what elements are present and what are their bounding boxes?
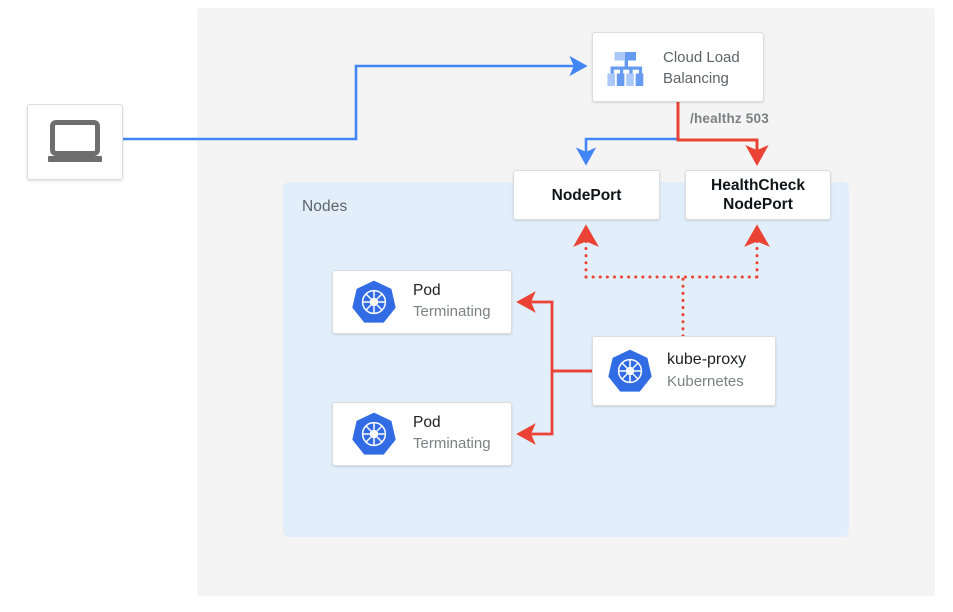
cloud-load-balancing-title-line1: Cloud Load	[663, 49, 740, 66]
pod-card-2[interactable]: Pod Terminating	[332, 402, 512, 466]
healthcheck-nodeport-label: HealthCheck NodePort	[686, 171, 830, 219]
kube-proxy-subtitle: Kubernetes	[667, 373, 744, 390]
kubernetes-icon	[608, 349, 652, 392]
pod-title-1: Pod	[413, 282, 441, 299]
kube-proxy-card[interactable]: kube-proxy Kubernetes	[592, 336, 776, 406]
nodes-region-label: Nodes	[302, 198, 348, 215]
nodeport-card[interactable]: NodePort	[513, 170, 660, 220]
kube-proxy-title: kube-proxy	[667, 351, 747, 368]
edge-healthz-to-healthcheck-nodeport	[676, 102, 769, 166]
pod-status-2: Terminating	[413, 435, 491, 452]
pod-card-1[interactable]: Pod Terminating	[332, 270, 512, 334]
cloud-load-balancing-label: Cloud Load Balancing	[663, 47, 761, 89]
pod-title-2: Pod	[413, 414, 441, 431]
nodeport-label: NodePort	[551, 186, 622, 204]
healthz-edge-label: /healthz 503	[690, 111, 769, 126]
edge-loadbalancer-to-nodeport	[575, 102, 680, 166]
kubernetes-icon	[352, 412, 396, 455]
kubernetes-icon	[352, 280, 396, 323]
edge-kubeproxy-to-pod2	[516, 369, 592, 445]
cloud-load-balancing-card[interactable]: Cloud Load Balancing	[592, 32, 764, 102]
client-node-card[interactable]	[27, 104, 123, 180]
laptop-icon	[48, 120, 102, 162]
edge-kubeproxy-to-pod1	[516, 291, 592, 373]
pod-status-1: Terminating	[413, 303, 491, 320]
healthcheck-nodeport-label-line1: HealthCheck	[711, 177, 805, 194]
edge-client-to-loadbalancer	[123, 55, 588, 141]
healthcheck-nodeport-card[interactable]: HealthCheck NodePort	[685, 170, 831, 220]
cloud-load-balancing-icon	[607, 52, 644, 86]
healthcheck-nodeport-label-line2: NodePort	[723, 196, 793, 213]
cloud-load-balancing-title-line2: Balancing	[663, 70, 729, 87]
